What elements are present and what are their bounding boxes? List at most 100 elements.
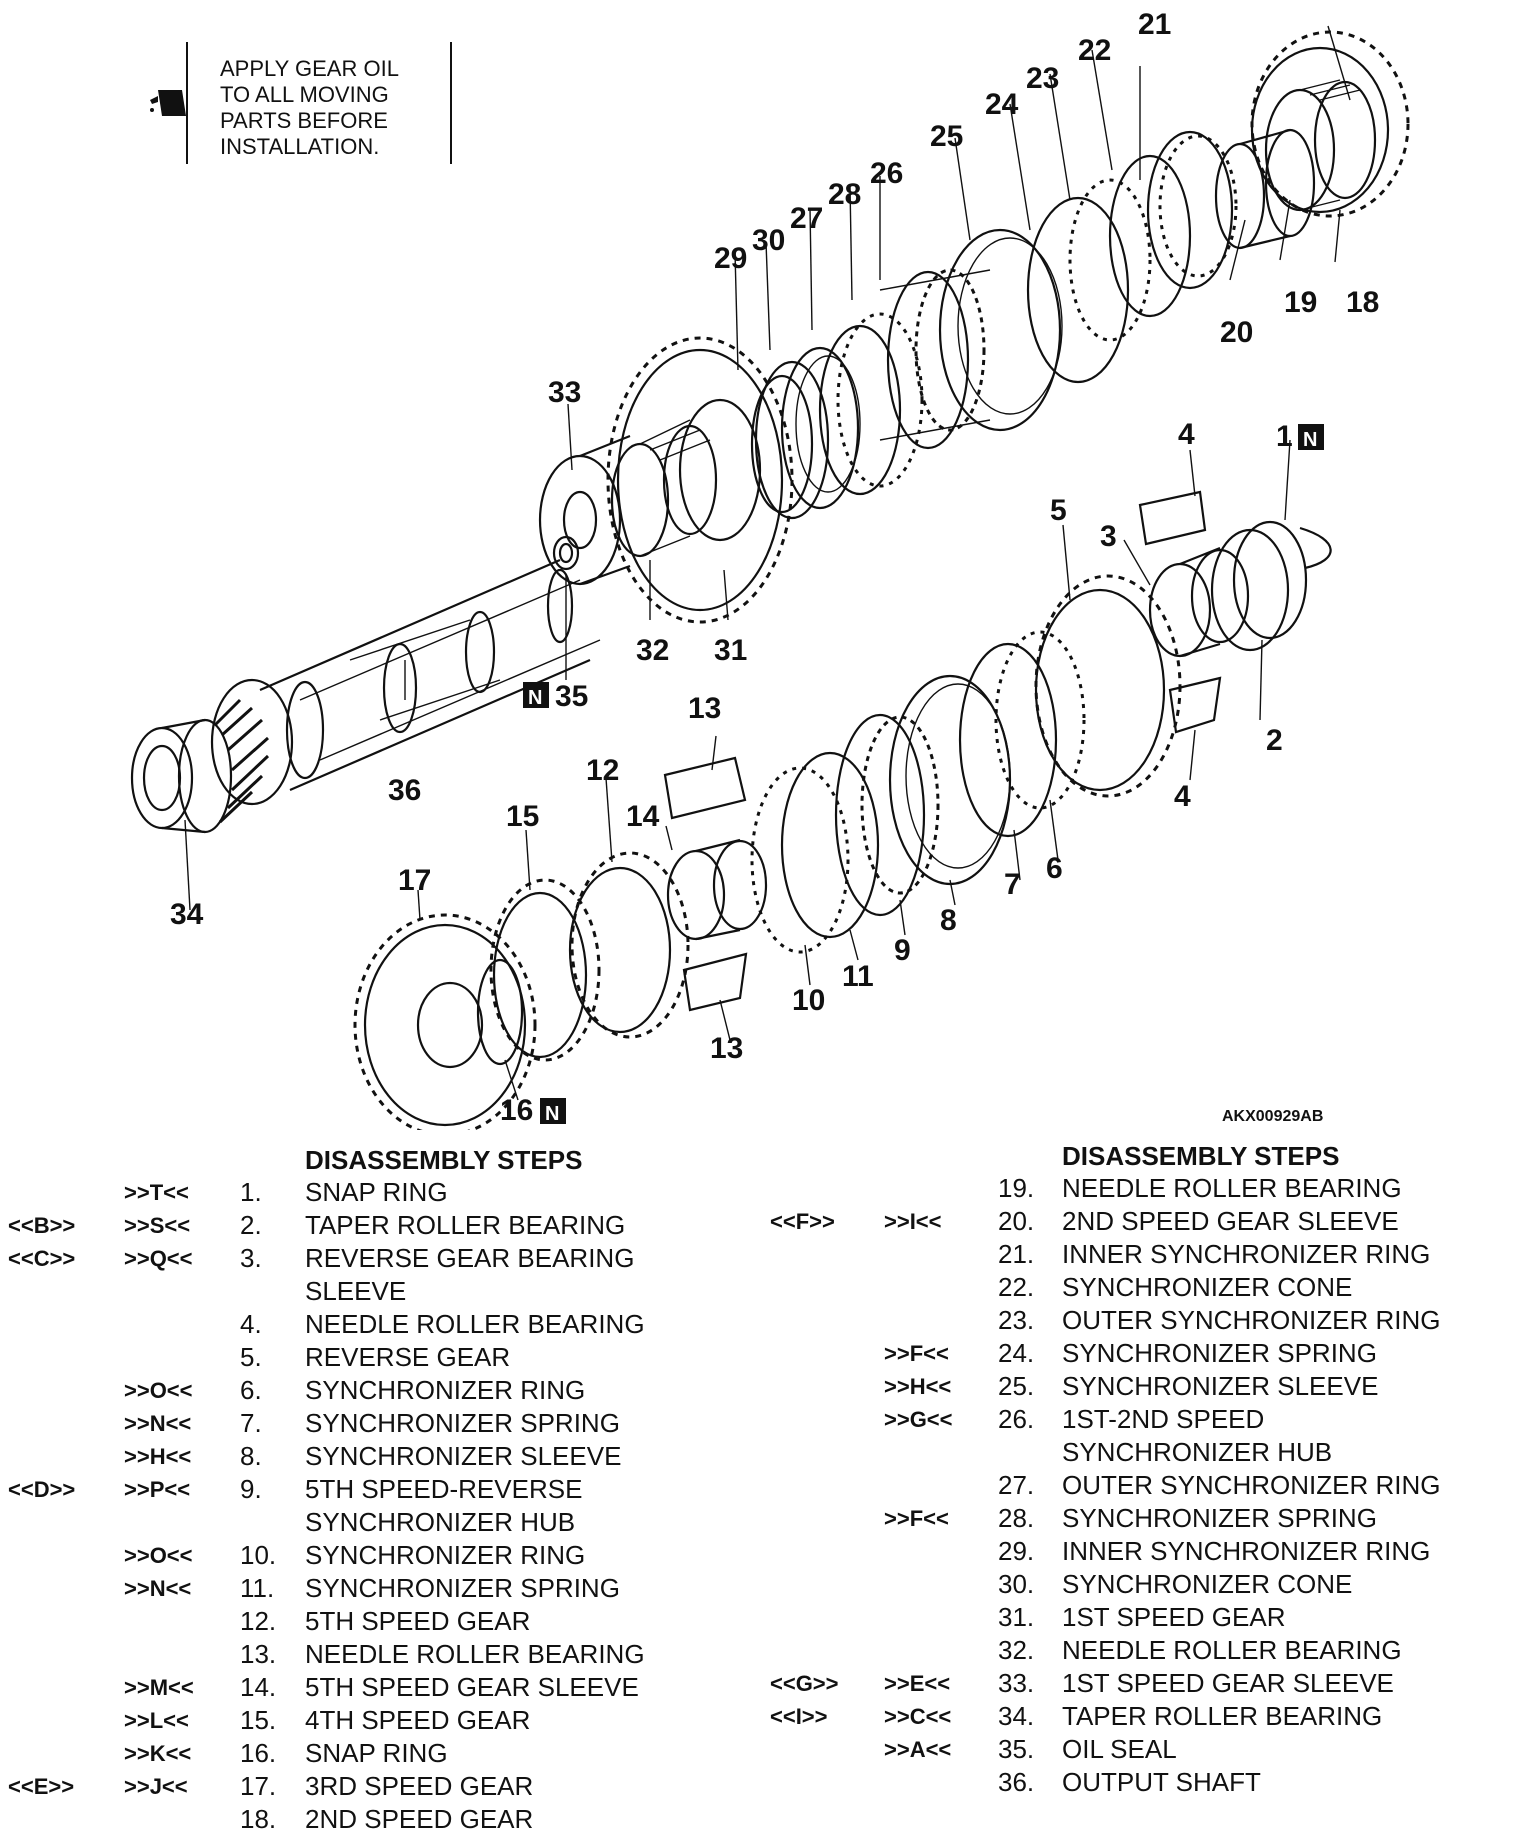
step-number: 36. (998, 1767, 1035, 1797)
step-number: 3. (240, 1243, 262, 1273)
part-name: SYNCHRONIZER SLEEVE (305, 1441, 622, 1471)
callout-4-top: 4 (1178, 418, 1195, 451)
note-line-3: PARTS BEFORE (220, 108, 388, 133)
part-name: 5TH SPEED GEAR (305, 1606, 531, 1636)
part-name: OUTER SYNCHRONIZER RING (1062, 1470, 1441, 1500)
step-row: <<F>>>>I<<20.2ND SPEED GEAR SLEEVE (760, 1205, 1536, 1238)
gear-oil-note-box (186, 42, 452, 164)
step-row: 27.OUTER SYNCHRONIZER RING (760, 1469, 1536, 1502)
part-name: SYNCHRONIZER SPRING (1062, 1338, 1377, 1368)
step-row: >>H<< 8. SYNCHRONIZER SLEEVE (0, 1440, 760, 1473)
new-part-flag-35 (523, 682, 549, 708)
installation-note: >>P<< (124, 1477, 191, 1502)
exploded-view-diagram: 21 22 23 24 25 26 28 27 30 29 18 19 20 3… (130, 8, 1410, 1130)
callout-5: 5 (1050, 494, 1067, 527)
step-number: 13. (240, 1639, 277, 1669)
installation-note: >>M<< (124, 1675, 194, 1700)
callout-22: 22 (1078, 34, 1111, 67)
step-row: >>K<<16.SNAP RING (0, 1737, 760, 1770)
step-number: 23. (998, 1305, 1035, 1335)
installation-note: >>H<< (124, 1444, 192, 1469)
step-number: 10. (240, 1540, 277, 1570)
step-number: 5. (240, 1342, 262, 1372)
step-number: 30. (998, 1569, 1035, 1599)
step-number: 34. (998, 1701, 1035, 1731)
removal-note: <<C>> (8, 1246, 76, 1271)
step-row: >>N<<11.SYNCHRONIZER SPRING (0, 1572, 760, 1605)
part-name: TAPER ROLLER BEARING (1062, 1701, 1383, 1731)
step-row: 5.REVERSE GEAR (0, 1341, 760, 1374)
step-row: <<C>>>>Q<<3.REVERSE GEAR BEARING (0, 1242, 760, 1275)
installation-note: >>H<< (884, 1374, 952, 1399)
steps-rows-right: 19.NEEDLE ROLLER BEARING<<F>>>>I<<20.2ND… (760, 1172, 1536, 1799)
step-number: 12. (240, 1606, 277, 1636)
callout-28: 28 (828, 178, 861, 211)
callout-8: 8 (940, 904, 957, 937)
part-name: 1ST SPEED GEAR SLEEVE (1062, 1668, 1394, 1698)
step-row: 22.SYNCHRONIZER CONE (760, 1271, 1536, 1304)
callout-21: 21 (1138, 8, 1171, 41)
callout-23: 23 (1026, 62, 1059, 95)
callout-labels: 21 22 23 24 25 26 28 27 30 29 18 19 20 3… (170, 8, 1379, 1127)
step-number: 26. (998, 1404, 1035, 1434)
new-part-flag-1 (1298, 424, 1324, 450)
removal-note: <<D>> (8, 1477, 76, 1502)
installation-note: >>O<< (124, 1378, 193, 1403)
callout-33: 33 (548, 376, 581, 409)
part-name: 2ND SPEED GEAR SLEEVE (1062, 1206, 1399, 1236)
step-number: 25. (998, 1371, 1035, 1401)
step-row: 23.OUTER SYNCHRONIZER RING (760, 1304, 1536, 1337)
installation-note: >>O<< (124, 1543, 193, 1568)
step-number: 9. (240, 1474, 262, 1504)
callout-17: 17 (398, 864, 431, 897)
oil-can-icon (150, 90, 186, 116)
new-part-flag-16-letter: N (545, 1103, 559, 1125)
step-row: 12. 5TH SPEED GEAR (0, 1605, 760, 1638)
step-row: 13. NEEDLE ROLLER BEARING (0, 1638, 760, 1671)
step-row: >>O<< 10. SYNCHRONIZER RING (0, 1539, 760, 1572)
disassembly-steps-right: DISASSEMBLY STEPS 19.NEEDLE ROLLER BEARI… (760, 1140, 1536, 1799)
step-number: 17. (240, 1771, 277, 1801)
step-number: 15. (240, 1705, 277, 1735)
step-row: SLEEVE (0, 1275, 760, 1308)
note-line-1: APPLY GEAR OIL (220, 56, 399, 81)
lower-gear-drawing (353, 490, 1332, 1130)
callout-1: 1 (1276, 420, 1293, 453)
part-name: SYNCHRONIZER RING (305, 1540, 586, 1570)
part-name: NEEDLE ROLLER BEARING (305, 1309, 645, 1339)
part-name: INNER SYNCHRONIZER RING (1062, 1239, 1431, 1269)
step-row: >>L<<15.4TH SPEED GEAR (0, 1704, 760, 1737)
installation-note: >>N<< (124, 1411, 192, 1436)
part-name: SYNCHRONIZER SPRING (305, 1573, 620, 1603)
callout-36: 36 (388, 774, 421, 807)
callout-31: 31 (714, 634, 747, 667)
installation-note: >>K<< (124, 1741, 192, 1766)
callout-18: 18 (1346, 286, 1379, 319)
step-row: >>N<<7.SYNCHRONIZER SPRING (0, 1407, 760, 1440)
steps-title-right: DISASSEMBLY STEPS (1062, 1141, 1340, 1171)
part-name: NEEDLE ROLLER BEARING (1062, 1173, 1402, 1203)
part-name: SYNCHRONIZER SPRING (1062, 1503, 1377, 1533)
output-shaft-drawing (130, 30, 1410, 834)
step-number: 1. (240, 1177, 262, 1207)
installation-note: >>C<< (884, 1704, 952, 1729)
callout-29: 29 (714, 242, 747, 275)
new-part-flag-1-letter: N (1303, 429, 1317, 451)
part-name: NEEDLE ROLLER BEARING (305, 1639, 645, 1669)
step-number: 33. (998, 1668, 1035, 1698)
installation-note: >>I<< (884, 1209, 942, 1234)
step-number: 16. (240, 1738, 277, 1768)
callout-35: 35 (555, 680, 588, 713)
step-number: 8. (240, 1441, 262, 1471)
disassembly-steps-left: DISASSEMBLY STEPS >>T<<1.SNAP RING<<B>>>… (0, 1144, 760, 1836)
steps-rows-left: >>T<<1.SNAP RING<<B>>>>S<<2.TAPER ROLLER… (0, 1176, 760, 1836)
installation-note: >>A<< (884, 1737, 952, 1762)
part-name: NEEDLE ROLLER BEARING (1062, 1635, 1402, 1665)
part-name: SYNCHRONIZER SLEEVE (1062, 1371, 1379, 1401)
part-name: SYNCHRONIZER CONE (1062, 1569, 1353, 1599)
part-name: SYNCHRONIZER CONE (1062, 1272, 1353, 1302)
callout-20: 20 (1220, 316, 1253, 349)
step-row: SYNCHRONIZER HUB (0, 1506, 760, 1539)
removal-note: <<E>> (8, 1774, 75, 1799)
